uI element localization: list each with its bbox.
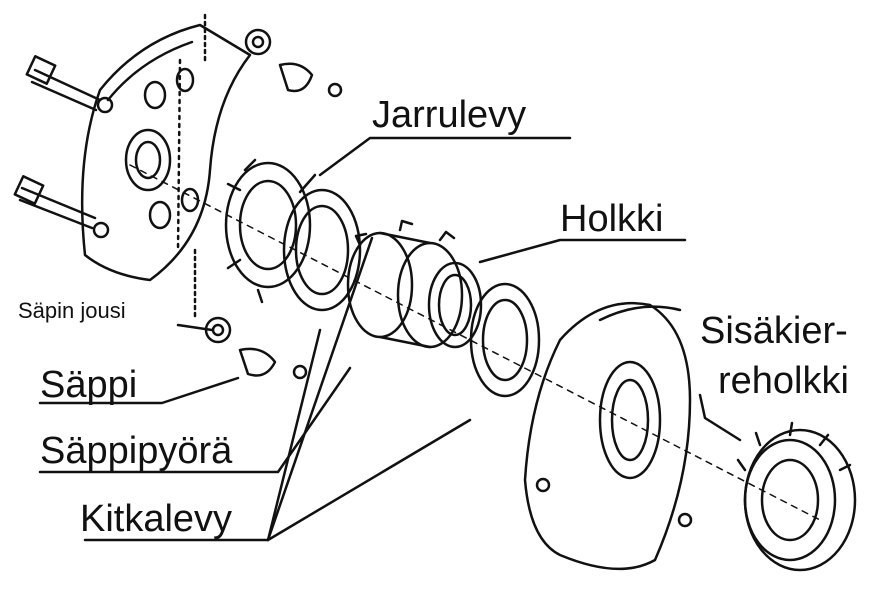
ratchet-wheel: [224, 158, 312, 304]
plate-bolts: [143, 67, 200, 230]
housing: [523, 301, 693, 571]
internal-thread-sleeve: [736, 421, 857, 572]
label-sisakierreholkki-line1: Sisäkier-: [700, 310, 848, 352]
label-sappipyora: Säppipyörä: [40, 430, 233, 472]
label-kitkalevy: Kitkalevy: [80, 498, 233, 540]
label-sapin-jousi: Säpin jousi: [18, 298, 126, 323]
friction-disk-2: [469, 282, 541, 398]
label-sisakierreholkki-line2: reholkki: [718, 360, 849, 402]
backing-plate: [80, 23, 252, 282]
bushing: [427, 261, 483, 349]
center-axis: [129, 164, 821, 521]
label-holkki: Holkki: [560, 198, 664, 240]
bottom-pawl-assembly: [193, 248, 308, 380]
leader-lines: [38, 136, 742, 542]
top-pawl-assembly: [203, 13, 343, 98]
label-jarrulevy: Jarrulevy: [372, 94, 527, 136]
brake-gear-cylinder: [346, 219, 464, 349]
label-sappi: Säppi: [40, 364, 138, 406]
wheel-studs: [13, 55, 114, 239]
